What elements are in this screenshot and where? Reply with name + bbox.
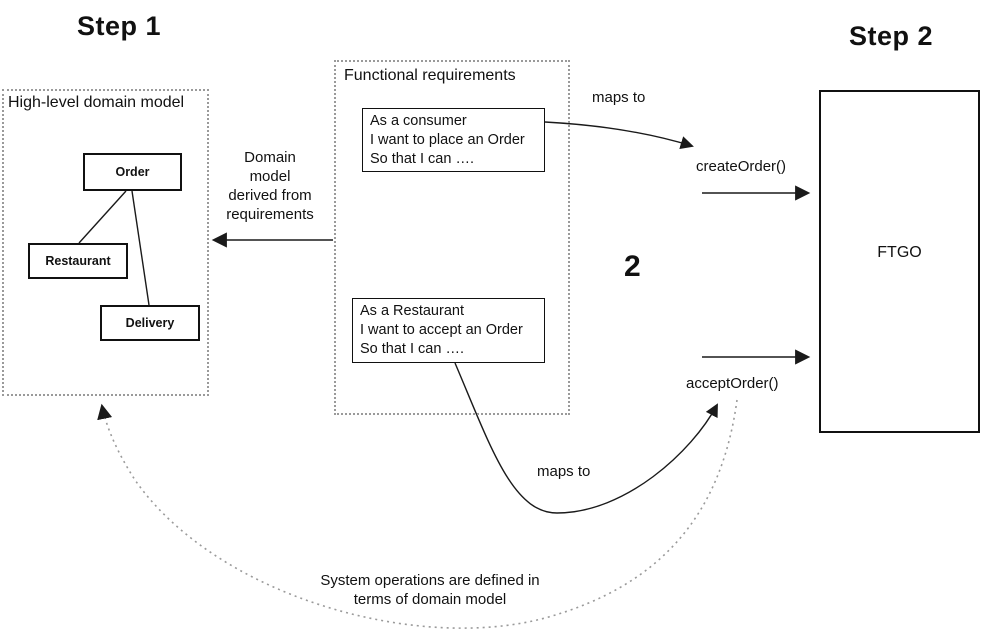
entity-box-delivery: Delivery (100, 305, 200, 341)
accept-order-label: acceptOrder() (686, 375, 779, 392)
step1-title: Step 1 (77, 11, 162, 41)
create-order-label: createOrder() (696, 158, 787, 175)
functional-requirements-container (334, 60, 570, 415)
entity-box-restaurant: Restaurant (28, 243, 128, 279)
ftgo-system-box (819, 90, 980, 433)
functional-requirements-label: Functional requirements (344, 67, 516, 84)
derived-note: Domain model derived from requirements (226, 149, 314, 223)
maps-to-label-bottom: maps to (537, 463, 591, 480)
entity-box-order: Order (83, 153, 182, 191)
entity-label-restaurant: Restaurant (45, 254, 111, 268)
user-story-consumer: As a consumer I want to place an Order S… (362, 108, 545, 172)
user-story-restaurant: As a Restaurant I want to accept an Orde… (352, 298, 545, 363)
entity-label-order: Order (115, 165, 150, 179)
entity-label-delivery: Delivery (125, 316, 175, 330)
step2-title: Step 2 (849, 21, 934, 51)
system-note: System operations are defined in terms o… (320, 572, 540, 608)
domain-model-label: High-level domain model (8, 94, 185, 111)
maps-to-label-top: maps to (592, 89, 646, 106)
domain-model-container (2, 89, 209, 396)
figure-number: 2 (624, 250, 641, 283)
ftgo-system-label: FTGO (877, 244, 922, 261)
